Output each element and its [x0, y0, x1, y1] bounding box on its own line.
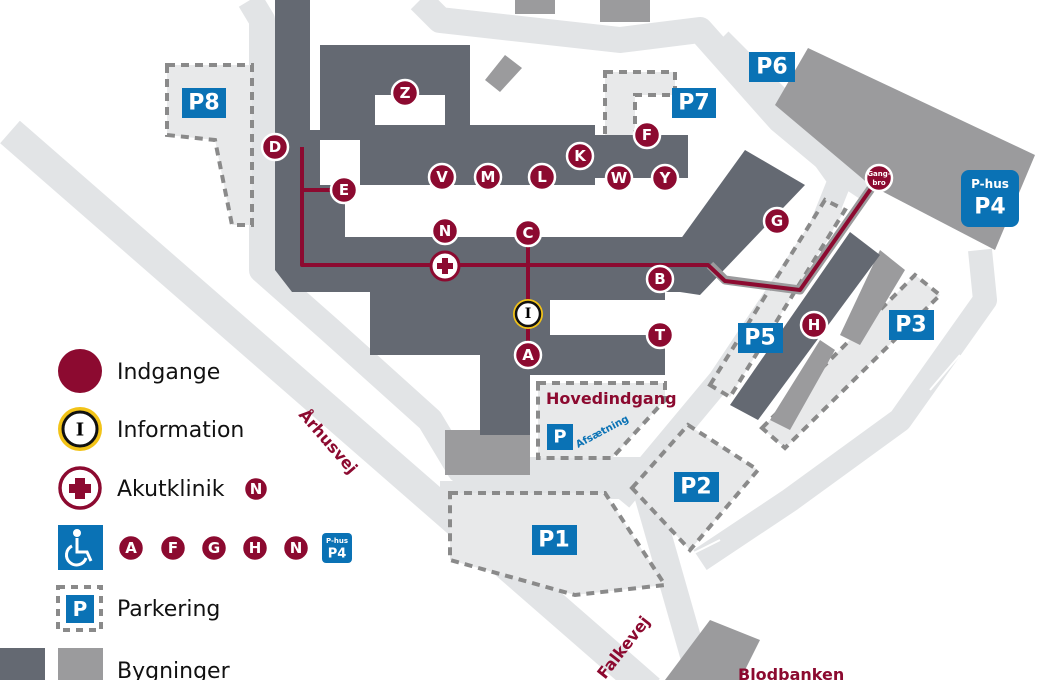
parking-sign-p8[interactable]: P8 — [182, 88, 226, 118]
svg-text:P4: P4 — [974, 195, 1005, 220]
svg-text:P7: P7 — [678, 91, 709, 116]
entrance-d[interactable]: D — [260, 132, 290, 162]
svg-text:G: G — [208, 539, 220, 557]
entrance-k[interactable]: K — [565, 141, 595, 171]
entrance-m[interactable]: M — [473, 162, 503, 192]
parking-sign-p1[interactable]: P1 — [532, 525, 577, 555]
svg-text:H: H — [808, 316, 821, 334]
entrance-l[interactable]: L — [527, 162, 557, 192]
svg-text:N: N — [439, 222, 452, 240]
legend-information: I Information — [58, 407, 244, 451]
svg-text:F: F — [168, 539, 178, 557]
roads — [0, 0, 997, 680]
svg-text:P4: P4 — [328, 547, 347, 562]
parking-sign-p7[interactable]: P7 — [672, 88, 716, 118]
svg-text:A: A — [522, 346, 534, 364]
svg-text:P6: P6 — [756, 55, 787, 80]
svg-text:K: K — [574, 147, 587, 165]
svg-text:P3: P3 — [895, 313, 926, 338]
svg-text:Parkering: Parkering — [117, 597, 220, 622]
svg-text:F: F — [642, 126, 652, 144]
svg-text:bro: bro — [872, 179, 885, 187]
entrance-f[interactable]: F — [632, 120, 662, 150]
entrance-z[interactable]: Z — [390, 78, 420, 108]
entrance-g[interactable]: G — [762, 206, 792, 236]
svg-text:P: P — [553, 427, 566, 448]
svg-text:E: E — [339, 181, 349, 199]
road-ring — [693, 248, 997, 570]
svg-text:I: I — [76, 420, 84, 441]
emergency-marker[interactable] — [429, 250, 461, 282]
entrance-t[interactable]: T — [645, 320, 675, 350]
entrance-y[interactable]: Y — [650, 163, 680, 193]
svg-text:P-hus: P-hus — [971, 177, 1009, 191]
svg-text:W: W — [611, 169, 628, 187]
information-marker[interactable]: I — [513, 299, 543, 329]
svg-text:Information: Information — [117, 418, 244, 443]
entrance-icon — [58, 349, 102, 393]
parking-sign-dropoff[interactable]: P — [547, 424, 573, 450]
legend-emergency: Akutklinik N — [58, 466, 270, 510]
svg-text:T: T — [655, 326, 666, 344]
svg-text:P: P — [73, 597, 88, 621]
entrance-v[interactable]: V — [427, 162, 457, 192]
svg-text:N: N — [290, 539, 303, 557]
parking-sign-p6[interactable]: P6 — [749, 52, 795, 82]
entrance-w[interactable]: W — [604, 163, 634, 193]
svg-text:Akutklinik: Akutklinik — [117, 477, 225, 502]
road-aarhusvej — [0, 120, 660, 680]
svg-text:P5: P5 — [744, 326, 775, 351]
svg-text:A: A — [125, 539, 137, 557]
svg-text:Y: Y — [659, 169, 672, 187]
svg-text:Z: Z — [400, 84, 411, 102]
legend-buildings: Bygninger — [0, 648, 231, 680]
svg-text:H: H — [249, 539, 262, 557]
entrance-h[interactable]: H — [799, 310, 829, 340]
svg-text:P-hus: P-hus — [326, 537, 348, 545]
svg-text:Indgange: Indgange — [117, 360, 220, 385]
svg-text:C: C — [522, 224, 533, 242]
svg-text:L: L — [537, 168, 547, 186]
svg-text:B: B — [654, 270, 665, 288]
svg-text:I: I — [525, 306, 532, 322]
svg-text:M: M — [481, 168, 496, 186]
entrance-a[interactable]: A — [513, 340, 543, 370]
main-entrance-label: Hovedindgang — [546, 389, 677, 408]
parking-sign-p5[interactable]: P5 — [738, 323, 783, 353]
entrance-e[interactable]: E — [329, 175, 359, 205]
blood-bank-label: Blodbanken — [738, 665, 844, 680]
svg-text:P8: P8 — [188, 91, 219, 116]
legend-entrances: Indgange — [58, 349, 220, 393]
legend-parking: P Parkering — [56, 585, 220, 632]
entrance-c[interactable]: C — [513, 218, 543, 248]
svg-text:P2: P2 — [680, 475, 711, 500]
entrance-b[interactable]: B — [645, 264, 675, 294]
svg-text:P1: P1 — [538, 528, 569, 553]
svg-text:Bygninger: Bygninger — [117, 659, 231, 680]
svg-text:Gang-: Gang- — [867, 170, 890, 178]
gangbro-marker[interactable]: Gang-bro — [864, 163, 894, 193]
svg-text:D: D — [269, 138, 281, 156]
entrance-n[interactable]: N — [430, 216, 460, 246]
svg-text:G: G — [771, 212, 783, 230]
parking-sign-p2[interactable]: P2 — [674, 472, 719, 502]
cross-icon — [437, 258, 453, 274]
legend: Indgange I Information Akutklinik N A F … — [0, 349, 352, 680]
road-falkevej — [238, 0, 713, 680]
svg-text:V: V — [436, 168, 448, 186]
parking-sign-p3[interactable]: P3 — [889, 310, 934, 340]
svg-text:N: N — [250, 480, 263, 498]
